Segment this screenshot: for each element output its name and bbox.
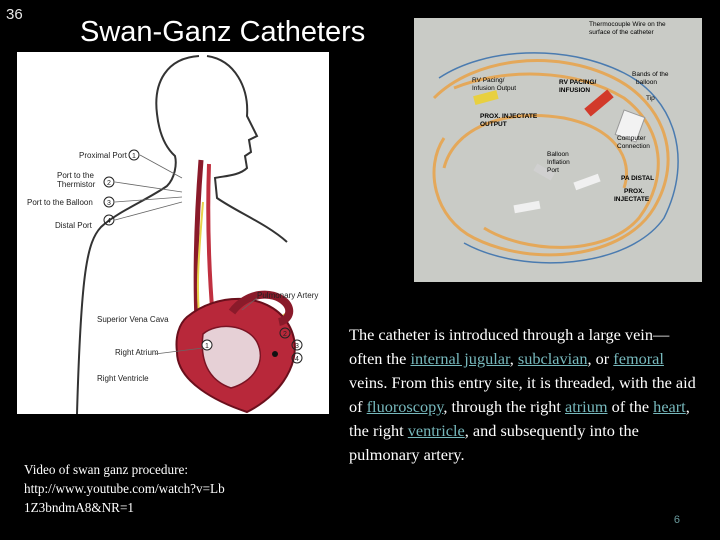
svg-text:4: 4 [295,356,299,363]
svg-text:2: 2 [107,180,111,187]
label-distal-port: Distal Port [55,221,93,230]
photo-label-computer-2: Connection [617,143,650,150]
photo-label-thermocouple-2: surface of the catheter [589,29,655,36]
label-balloon-port: Port to the Balloon [27,198,93,207]
port-number-1: 1 [128,149,140,161]
svg-text:2: 2 [283,331,287,338]
photo-label-rv-output-2: Infusion Output [472,85,516,92]
link-internal-jugular[interactable]: internal jugular [410,349,510,368]
link-fluoroscopy[interactable]: fluoroscopy [366,397,444,416]
anatomy-diagram: Proximal Port Port to the Thermistor Por… [17,52,329,415]
svg-text:1: 1 [205,343,209,350]
body-outline [76,55,200,415]
photo-label-prox-output-1: PROX. INJECTATE [480,113,538,120]
video-reference: Video of swan ganz procedure: http://www… [24,460,314,517]
label-right-ventricle: Right Ventricle [97,374,149,383]
photo-label-balloon-1: Balloon [547,151,569,158]
video-caption: Video of swan ganz procedure: [24,462,188,477]
svg-text:3: 3 [107,200,111,207]
photo-label-pa-distal: PA DISTAL [621,175,654,182]
photo-label-computer-1: Computer [617,135,646,142]
label-thermistor-1: Port to the [57,171,94,180]
label-superior-vena-cava: Superior Vena Cava [97,315,169,324]
link-ventricle[interactable]: ventricle [407,421,465,440]
jugular-vein [193,159,204,323]
photo-label-rv-infusion-1: RV PACING/ [559,79,597,86]
photo-label-tip: Tip [646,95,655,102]
label-pulmonary-artery: Pulmonary Artery [257,291,318,300]
photo-label-prox-injectate-2: INJECTATE [614,196,650,203]
heart-number-4: 4 [291,352,303,364]
heart-number-1: 1 [201,339,213,351]
link-heart[interactable]: heart [653,397,686,416]
label-right-atrium: Right Atrium [115,348,159,357]
catheter-photo: Thermocouple Wire on the surface of the … [414,18,702,282]
label-thermistor-2: Thermistor [57,180,96,189]
svg-text:1: 1 [132,153,136,160]
video-url-line-1[interactable]: http://www.youtube.com/watch?v=Lb [24,481,225,496]
carotid-artery [206,163,215,321]
photo-label-prox-output-2: OUTPUT [480,121,507,128]
face-outline [206,55,288,243]
svg-text:3: 3 [295,343,299,350]
port-number-4: 4 [103,214,115,226]
port-number-2: 2 [103,176,115,188]
port-number-3: 3 [103,196,115,208]
label-proximal-port: Proximal Port [79,151,128,160]
pulmonary-artery-shape [228,290,294,326]
photo-label-balloon-3: Port [547,167,559,174]
link-femoral[interactable]: femoral [613,349,664,368]
photo-label-prox-injectate-1: PROX. [624,188,644,195]
page-mark: 6 [673,514,680,526]
photo-label-rv-infusion-2: INFUSION [559,87,590,94]
body-paragraph: The catheter is introduced through a lar… [349,325,696,464]
heart-chamber [201,325,262,389]
slide-title: Swan-Ganz Catheters [80,16,366,48]
video-url-line-2[interactable]: 1Z3bndmA8&NR=1 [24,500,135,515]
photo-label-balloon-2: Inflation [547,159,570,166]
link-atrium[interactable]: atrium [565,397,608,416]
heart-number-2: 2 [279,327,291,339]
photo-label-bands-2: balloon [636,79,657,86]
link-subclavian[interactable]: subclavian [517,349,588,368]
photo-label-rv-output-1: RV Pacing/ [472,77,505,84]
slide-number: 36 [6,6,23,23]
svg-text:4: 4 [107,218,111,225]
photo-label-bands-1: Bands of the [632,71,669,78]
photo-label-thermocouple-1: Thermocouple Wire on the [589,21,666,28]
heart-number-3: 3 [291,339,303,351]
